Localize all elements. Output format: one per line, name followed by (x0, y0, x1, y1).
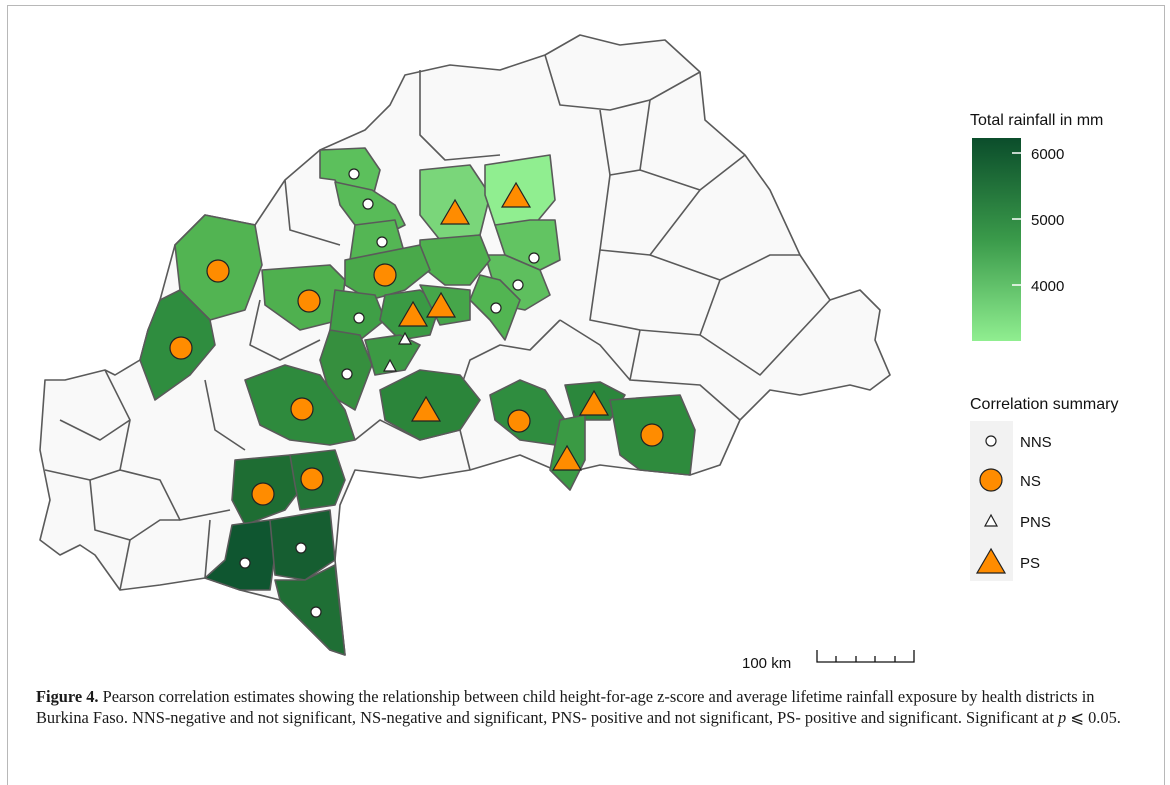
ns-marker (206, 259, 230, 283)
figure-caption: Figure 4. Pearson correlation estimates … (36, 686, 1146, 728)
district-boundary (119, 539, 131, 591)
rainfall-tick: 5000 (1031, 212, 1064, 229)
district-boundary (419, 70, 501, 161)
pns-marker (382, 358, 398, 372)
nns-marker (512, 279, 524, 291)
nns-marker (295, 542, 307, 554)
district-boundary (104, 369, 231, 521)
figure-frame (7, 5, 1165, 785)
nns-marker (310, 606, 322, 618)
district-boundary (559, 319, 631, 381)
figure-label: Figure 4. (36, 687, 99, 706)
correlation-legend: Correlation summary NNS NS PNS PS (970, 396, 1118, 581)
ps-marker (578, 389, 610, 416)
nns-marker (362, 198, 374, 210)
ps-legend-symbol (975, 547, 1007, 574)
ps-marker (425, 291, 457, 318)
rainfall-legend-title: Total rainfall in mm (970, 112, 1103, 129)
district-boundary (699, 279, 831, 376)
ps-marker (439, 198, 471, 225)
nns-marker (348, 168, 360, 180)
scale-bar-label: 100 km (742, 655, 791, 672)
correlation-legend-label: PNS (1020, 514, 1051, 531)
district-shaded (274, 564, 346, 656)
nns-legend-symbol (985, 435, 997, 447)
correlation-legend-label: NNS (1020, 434, 1052, 451)
district-shaded (364, 334, 421, 376)
district-boundary (204, 519, 211, 579)
ps-marker (410, 395, 442, 422)
correlation-legend-label: PS (1020, 555, 1040, 572)
ns-marker (297, 289, 321, 313)
correlation-legend-label: NS (1020, 473, 1041, 490)
pns-legend-symbol (983, 513, 999, 527)
nns-marker (341, 368, 353, 380)
ps-marker (397, 300, 429, 327)
correlation-markers (169, 168, 664, 618)
caption-text: Pearson correlation estimates showing th… (36, 687, 1095, 727)
district-boundary (649, 254, 800, 281)
ns-marker (169, 336, 193, 360)
district-boundary (459, 319, 561, 391)
district-boundary (459, 429, 471, 471)
nns-marker (490, 302, 502, 314)
district-boundary (629, 329, 741, 421)
pns-marker (397, 331, 413, 345)
nns-marker (528, 252, 540, 264)
ps-marker (500, 181, 532, 208)
correlation-legend-title: Correlation summary (970, 396, 1118, 413)
ns-marker (373, 263, 397, 287)
scale-bar-ruler (816, 650, 915, 663)
rainfall-legend: Total rainfall in mm 6000 5000 4000 (970, 112, 1103, 341)
rainfall-color-bar (972, 138, 1021, 341)
district-boundary (639, 99, 746, 191)
rainfall-tick: 4000 (1031, 278, 1064, 295)
burkina-faso-district-map: Total rainfall in mm 6000 5000 4000 Corr… (39, 34, 1118, 672)
ns-marker (290, 397, 314, 421)
district-boundary (589, 249, 701, 336)
ns-legend-symbol (979, 468, 1003, 492)
caption-text-end: ⩽ 0.05. (1066, 708, 1121, 727)
ps-marker (551, 444, 583, 471)
district-boundary (544, 54, 701, 111)
nns-marker (239, 557, 251, 569)
ns-marker (251, 482, 275, 506)
scale-bar: 100 km (742, 650, 915, 672)
district-boundary (204, 379, 246, 451)
nns-marker (353, 312, 365, 324)
caption-p-symbol: p (1057, 708, 1067, 727)
ns-marker (300, 467, 324, 491)
district-boundary (284, 179, 341, 246)
district-boundary (59, 419, 131, 441)
rainfall-tick: 6000 (1031, 146, 1064, 163)
ns-marker (640, 423, 664, 447)
ns-marker (507, 409, 531, 433)
district-boundary (599, 174, 701, 256)
nns-marker (376, 236, 388, 248)
district-boundary (249, 299, 321, 361)
